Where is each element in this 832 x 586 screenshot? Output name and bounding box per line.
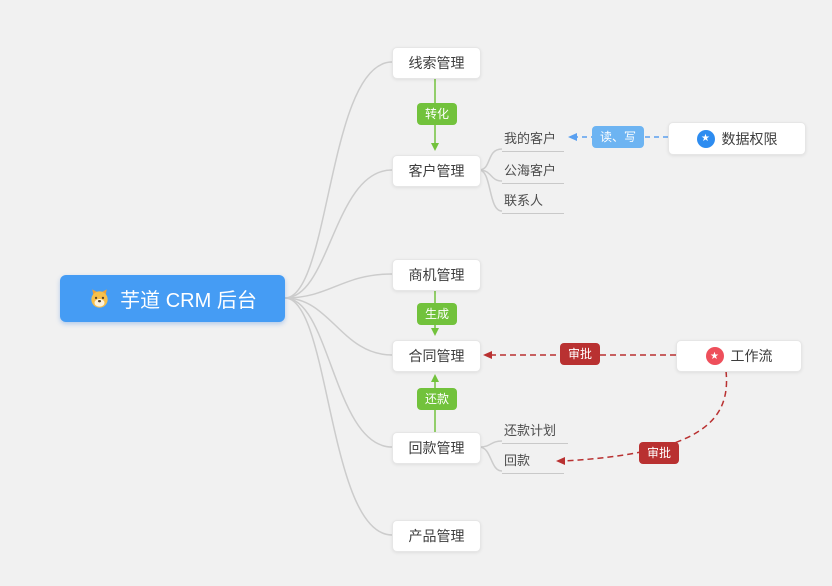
badge-generate: 生成 — [417, 303, 458, 325]
leaf-contacts: 联系人 — [502, 190, 564, 214]
star-circle-icon — [705, 347, 724, 365]
root-node-label: 芋道 CRM 后台 — [120, 290, 257, 312]
node-contract-management: 合同管理 — [392, 340, 481, 372]
badge-read-write: 读、写 — [592, 126, 645, 148]
leaf-public-customers: 公海客户 — [502, 160, 564, 184]
node-label: 商机管理 — [408, 267, 465, 283]
leaf-repayment-plan: 还款计划 — [502, 420, 568, 444]
node-label: 产品管理 — [408, 528, 465, 544]
node-label: 线索管理 — [408, 55, 465, 71]
node-label: 工作流 — [730, 348, 773, 364]
node-opportunity-management: 商机管理 — [392, 259, 481, 291]
branch-curves — [284, 61, 503, 536]
node-data-permission: 数据权限 — [668, 122, 806, 155]
root-node-crm-backend: 芋道 CRM 后台 — [60, 275, 285, 322]
badge-repay: 还款 — [417, 388, 458, 410]
leaf-my-customers: 我的客户 — [502, 128, 564, 152]
star-circle-icon — [696, 129, 715, 148]
node-receivable-management: 回款管理 — [392, 432, 481, 464]
node-product-management: 产品管理 — [392, 520, 481, 552]
node-leads-management: 线索管理 — [392, 47, 481, 79]
badge-convert: 转化 — [417, 103, 458, 125]
dog-face-icon — [88, 287, 111, 310]
node-label: 数据权限 — [721, 130, 778, 147]
badge-approve-receivable: 审批 — [639, 442, 680, 464]
node-customer-management: 客户管理 — [392, 155, 481, 187]
leaf-receivable: 回款 — [502, 450, 564, 474]
badge-approve-contract: 审批 — [560, 343, 601, 365]
green-flow-arrows — [431, 77, 439, 432]
node-label: 合同管理 — [408, 348, 465, 364]
node-label: 客户管理 — [408, 163, 465, 179]
node-label: 回款管理 — [408, 440, 465, 456]
node-workflow: 工作流 — [676, 340, 802, 372]
